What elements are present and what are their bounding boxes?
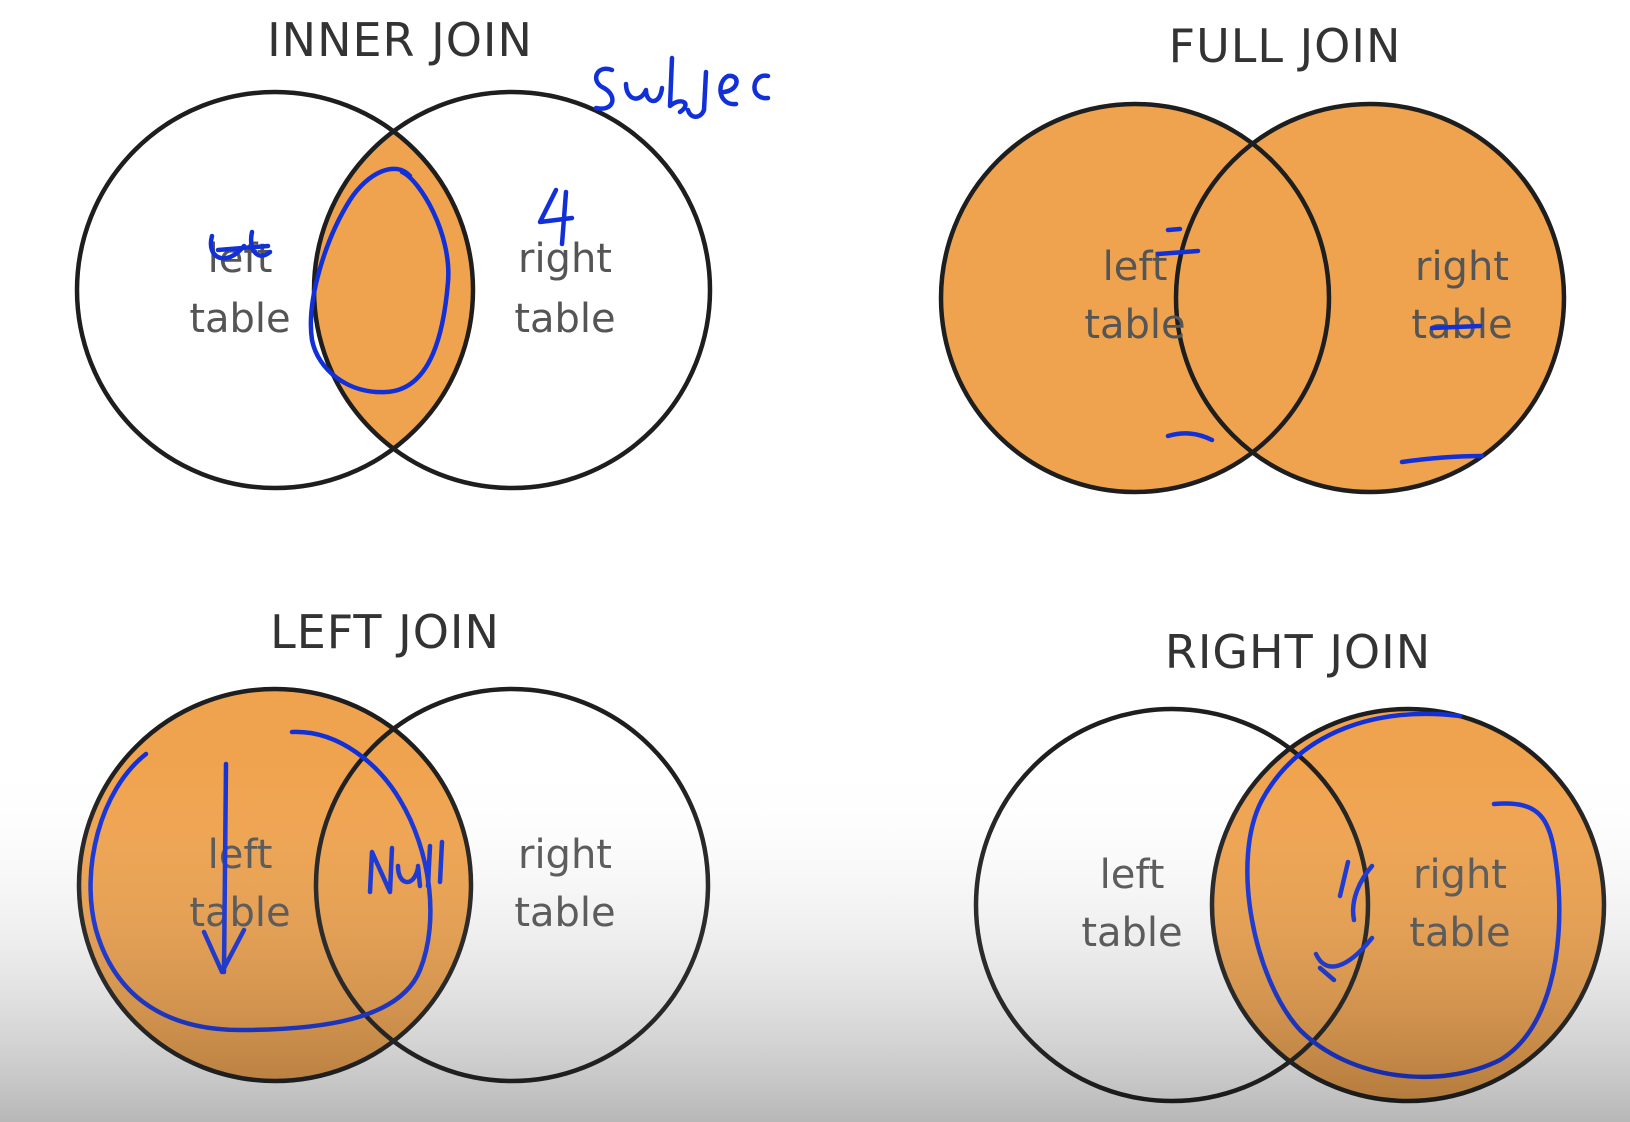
handwritten-strike-table xyxy=(1429,323,1483,331)
inner-join-intersection xyxy=(314,92,473,488)
handwritten-dash-1 xyxy=(1165,226,1183,233)
handwritten-subjec-note xyxy=(593,55,771,119)
handwritten-dash-2 xyxy=(1155,248,1201,257)
full-join-left-label-line1: left xyxy=(1103,244,1168,290)
handwritten-four-note xyxy=(537,187,575,247)
full-join-title: FULL JOIN xyxy=(1169,19,1402,73)
full-join-diagram: FULL JOIN left table right table xyxy=(938,19,1567,495)
left-join-title: LEFT JOIN xyxy=(270,605,500,659)
handwritten-scribble-left xyxy=(208,229,273,261)
inner-join-right-label-line2: table xyxy=(514,296,615,342)
full-join-right-circle xyxy=(1173,101,1567,495)
handwritten-dash-3 xyxy=(1165,431,1215,443)
right-join-title: RIGHT JOIN xyxy=(1165,625,1431,679)
inner-join-left-circle xyxy=(74,89,476,491)
full-join-left-circle xyxy=(938,101,1332,495)
handwritten-dash-4 xyxy=(1399,453,1485,465)
inner-join-right-label-line1: right xyxy=(518,236,612,282)
inner-join-title: INNER JOIN xyxy=(267,13,533,67)
inner-join-left-label-line2: table xyxy=(189,296,290,342)
handwritten-intersection-loop xyxy=(308,166,451,395)
inner-join-diagram: INNER JOIN left table right table xyxy=(74,13,713,491)
bottom-shade-overlay xyxy=(0,760,1630,1122)
full-join-right-label-line1: right xyxy=(1415,244,1509,290)
full-join-left-label-line2: table xyxy=(1084,302,1185,348)
